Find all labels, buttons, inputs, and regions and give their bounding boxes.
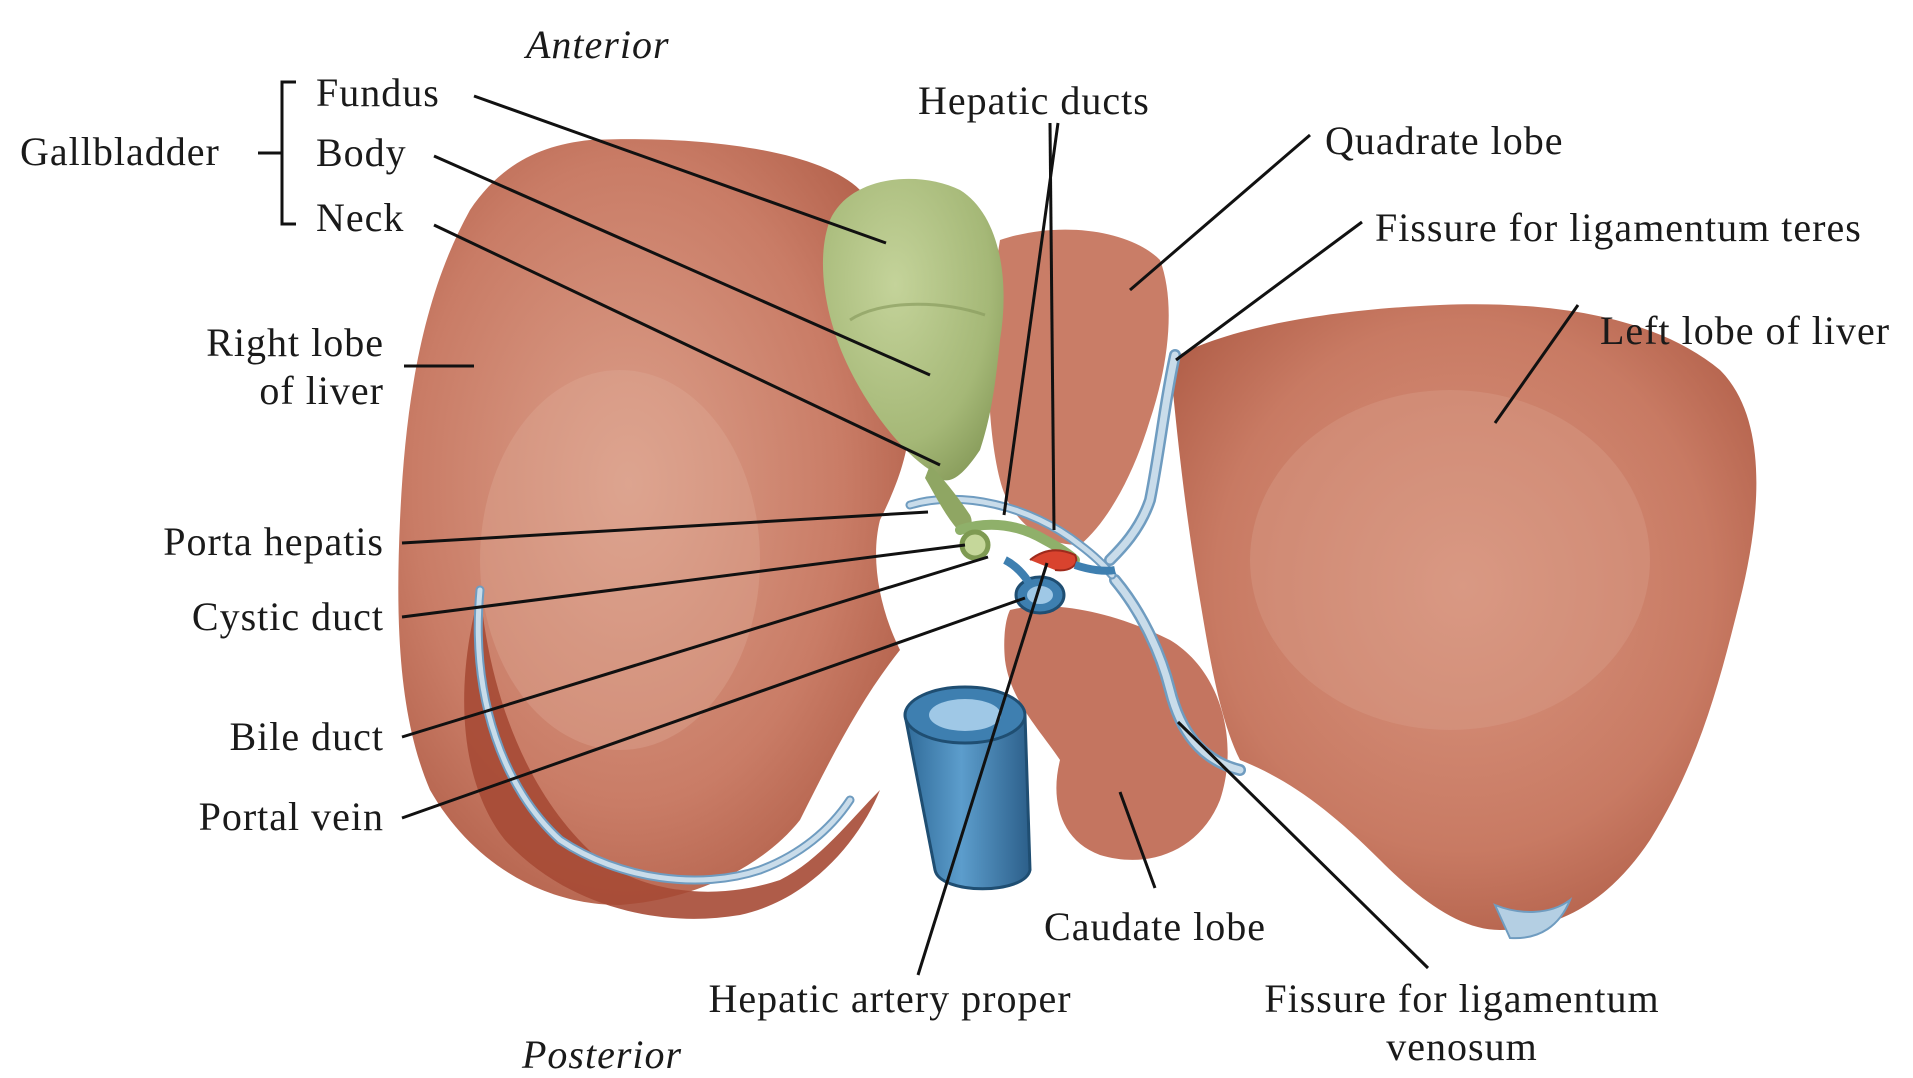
right-lobe-label-line2: of liver <box>259 368 384 413</box>
inferior-vena-cava <box>905 687 1030 889</box>
quadrate-lobe <box>989 230 1169 545</box>
fissure-teres-label: Fissure for ligamentum teres <box>1375 205 1862 250</box>
cystic-duct-label: Cystic duct <box>192 594 384 639</box>
hepatic-artery-structure <box>1030 550 1076 570</box>
hepatic-artery-label: Hepatic artery proper <box>708 976 1071 1021</box>
gallbladder-bracket <box>258 82 296 224</box>
right-lobe-label-line1: Right lobe <box>206 320 384 365</box>
posterior-label: Posterior <box>521 1032 682 1077</box>
fissure-venosum-label-line2: venosum <box>1386 1024 1537 1069</box>
portal-vein-label: Portal vein <box>199 794 384 839</box>
right-lobe-highlight <box>480 370 760 750</box>
cystic-duct-structure <box>962 532 988 558</box>
left-lobe-highlight <box>1250 390 1650 730</box>
anterior-label: Anterior <box>523 22 670 67</box>
hepatic-ducts-label: Hepatic ducts <box>918 78 1150 123</box>
porta-hepatis-label: Porta hepatis <box>163 519 384 564</box>
caudate-lobe-label: Caudate lobe <box>1044 904 1266 949</box>
left-lobe-label: Left lobe of liver <box>1600 308 1890 353</box>
quadrate-lobe-label: Quadrate lobe <box>1325 118 1563 163</box>
porta-hepatis-structures <box>960 525 1115 613</box>
body-label: Body <box>316 130 407 175</box>
leader-quadrate-lobe <box>1130 135 1310 290</box>
fissure-venosum-label-line1: Fissure for ligamentum <box>1264 976 1659 1021</box>
neck-label: Neck <box>316 195 404 240</box>
gallbladder-label: Gallbladder <box>20 129 220 174</box>
bile-duct-label: Bile duct <box>229 714 384 759</box>
fundus-label: Fundus <box>316 70 440 115</box>
